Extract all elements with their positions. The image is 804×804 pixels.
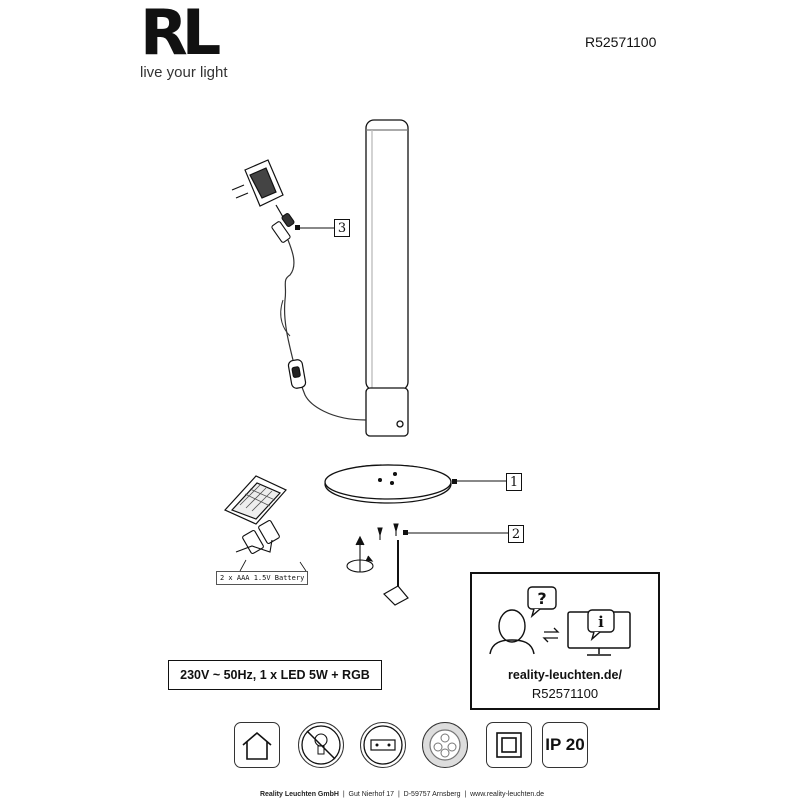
exchange-arrows-icon [542,627,560,643]
base-plate [324,464,452,504]
footer-web: www.reality-leuchten.de [470,791,545,798]
screwdriver [383,540,409,606]
question-bubble-icon: ? [527,586,557,619]
model-number: R52571100 [585,34,657,50]
rgbw-icon [422,722,468,768]
cable-connector [271,213,295,243]
footer-address: Gut Nierhof 17 [348,791,395,798]
batteries [235,520,280,554]
info-bubble-icon: i [587,609,615,642]
rotation-arrow [346,535,374,573]
website-model: R52571100 [531,686,599,701]
electrical-spec: 230V ~ 50Hz, 1 x LED 5W + RGB [168,660,382,690]
part-label-3: 3 [334,219,350,237]
protection-class-icon [486,722,532,768]
part-label-2: 2 [508,525,524,543]
inline-switch [287,359,307,389]
lamp-tube [365,119,409,391]
power-adapter [231,159,284,218]
svg-text:?: ? [537,589,546,608]
footer-city: D-59757 Arnsberg [403,791,461,798]
screws [377,523,399,540]
battery-label: 2 x AAA 1.5V Battery [216,571,309,585]
no-led-replace-icon [298,722,344,768]
power-cable [283,239,367,421]
footer-company: Reality Leuchten GmbH [259,791,339,798]
website-info-box: ? i reality-leuchten.de/ R52571100 [470,572,660,710]
svg-text:i: i [598,613,604,631]
user-icon [489,609,535,655]
remote-control [223,475,287,525]
indoor-house-icon [234,722,280,768]
part-label-1: 1 [506,473,522,491]
lamp-base-cylinder [365,387,409,437]
support-illustration: ? i [489,586,631,656]
brand-logo: RL [140,0,221,69]
brand-tagline: live your light [140,64,228,81]
website-url: reality-leuchten.de/ [508,668,622,682]
footer: Reality Leuchten GmbH | Gut Nierhof 17 |… [259,791,545,798]
ip-rating-icon: IP 20 [542,722,588,768]
driver-icon [360,722,406,768]
